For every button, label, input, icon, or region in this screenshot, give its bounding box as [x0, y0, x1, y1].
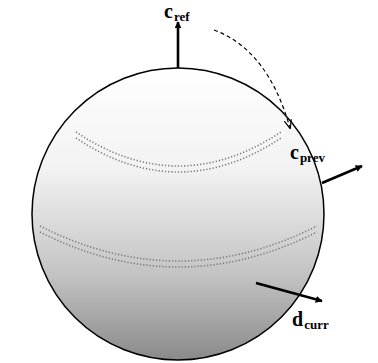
- rotation-arrow: [214, 30, 290, 128]
- vector-arrow: [178, 22, 362, 301]
- vector-label: cprev: [290, 141, 325, 164]
- latitude-band: [40, 132, 317, 267]
- vector-label: dcurr: [292, 308, 329, 331]
- sphere: [32, 68, 324, 360]
- vector-label: cref: [164, 0, 190, 23]
